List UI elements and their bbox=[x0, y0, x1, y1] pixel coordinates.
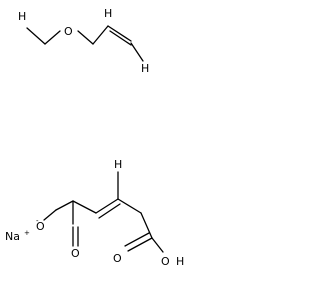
atom-o-carbonyl-right: O bbox=[113, 252, 122, 265]
methyl-vinyl-ether: H O H H bbox=[18, 7, 149, 75]
bond-c-c-chain-2 bbox=[117, 198, 142, 214]
maleate-anion: O - O H O O H bbox=[36, 158, 184, 268]
bond-o-c-carboxylate bbox=[43, 209, 57, 221]
bond-c-c-double-2 bbox=[109, 30, 132, 46]
bond-c-c-chain-1 bbox=[72, 200, 97, 214]
atom-h-vinyl-1: H bbox=[104, 7, 112, 20]
bond-c-o-carbonyl-right-2 bbox=[124, 232, 150, 247]
bond-h-c-methyl bbox=[26, 27, 46, 45]
bond-c-c-double-a bbox=[95, 198, 119, 214]
bond-c-c-left-upper bbox=[55, 200, 74, 211]
bond-c-c-double-1 bbox=[107, 25, 132, 42]
atom-o-hydroxyl: O bbox=[161, 255, 170, 268]
bond-c-o-carbonyl-right-1 bbox=[127, 237, 153, 252]
sodium-counterion: Na + bbox=[5, 229, 30, 243]
atom-h-methyl: H bbox=[18, 10, 26, 23]
charge-plus: + bbox=[24, 229, 30, 237]
atom-h-hydroxyl: H bbox=[176, 255, 184, 268]
bond-o-c-vinyl bbox=[77, 30, 94, 45]
bond-c-h-terminal bbox=[130, 42, 144, 62]
atom-h-alkene: H bbox=[114, 158, 122, 171]
bond-c-c-chain-3 bbox=[140, 212, 153, 239]
bond-c-c-double-b bbox=[98, 203, 121, 219]
chemical-structure-canvas: H O H H Na + O - O H O O H bbox=[5, 7, 184, 268]
atom-o-ether: O bbox=[64, 25, 73, 38]
bond-c-h-vinyl bbox=[92, 25, 109, 45]
atom-o-carbonyl-left: O bbox=[71, 247, 80, 260]
atom-h-vinyl-2: H bbox=[141, 62, 149, 75]
atom-sodium: Na bbox=[5, 230, 20, 243]
charge-minus: - bbox=[36, 217, 39, 225]
atom-o-carboxylate: O bbox=[36, 220, 45, 233]
bond-c-o-ether bbox=[44, 30, 61, 45]
bond-c-o-hydroxyl bbox=[151, 237, 164, 253]
